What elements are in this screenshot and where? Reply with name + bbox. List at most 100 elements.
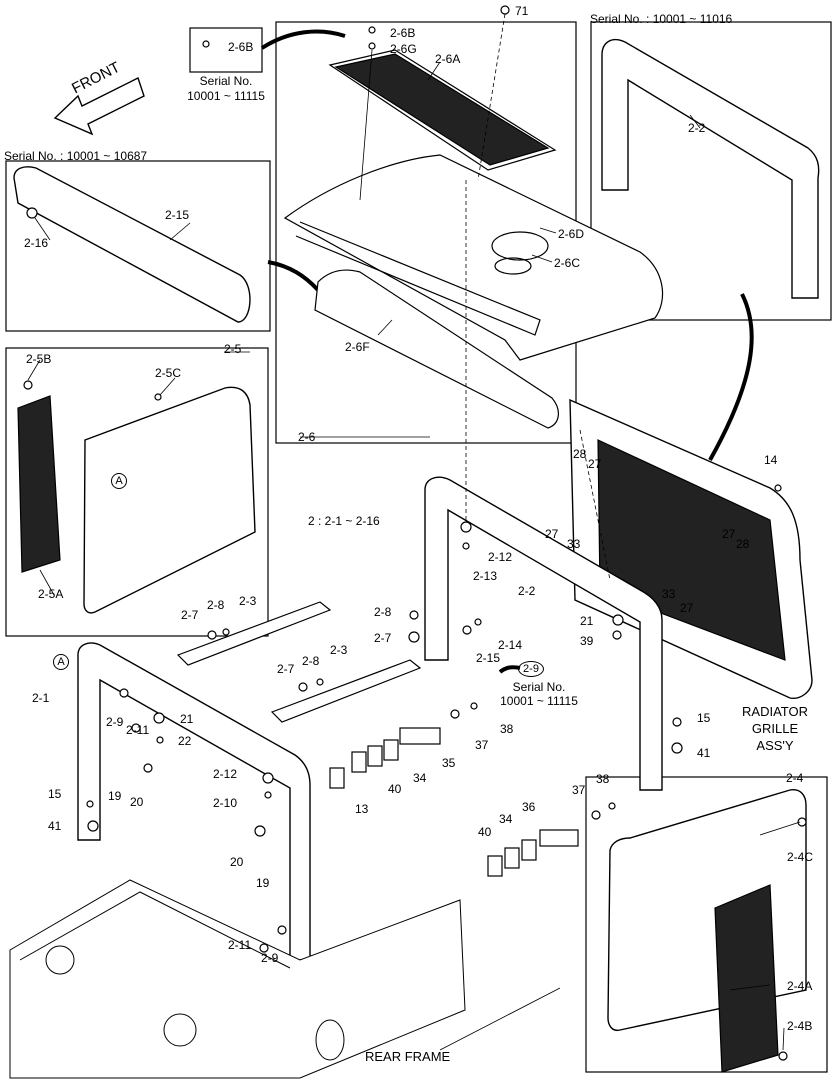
callout-2-3-b: 2-3 <box>330 643 348 657</box>
callout-2-12-a: 2-12 <box>488 550 513 564</box>
callout-2-6g: 2-6G <box>390 42 417 56</box>
door-2-5 <box>17 386 256 614</box>
callout-27-d: 27 <box>680 601 694 615</box>
callout-38-b: 38 <box>596 772 610 786</box>
callout-2-4c: 2-4C <box>787 850 814 864</box>
callout-2-11-a: 2-11 <box>126 723 150 737</box>
callout-2-6b-box: 2-6B <box>228 40 254 54</box>
panel-2-4-frame <box>585 776 828 1073</box>
callout-15-b: 15 <box>48 787 62 801</box>
callout-20-a: 20 <box>130 795 144 809</box>
leader-lines <box>27 13 801 1051</box>
beam-2-3-b <box>270 659 422 723</box>
rail-2-15 <box>13 166 251 323</box>
callout-21-a: 21 <box>580 614 594 628</box>
rear-frame-label: REAR FRAME <box>365 1049 451 1064</box>
callout-21-b: 21 <box>180 712 194 726</box>
callout-2-13: 2-13 <box>473 569 498 583</box>
serial-2-9-line2: 10001 ~ 11115 <box>500 694 578 708</box>
callout-2-11-b: 2-11 <box>228 938 252 952</box>
serial-2-15: Serial No. : 10001 ~ 10687 <box>4 149 148 163</box>
panel-2-15-frame <box>5 160 271 332</box>
callout-37-a: 37 <box>475 738 489 752</box>
callout-2-6d: 2-6D <box>558 227 585 241</box>
callout-2-1: 2-1 <box>32 691 50 705</box>
beam-2-3-a <box>176 601 332 666</box>
callout-34-b: 34 <box>499 812 513 826</box>
callout-35: 35 <box>442 756 456 770</box>
callout-40-b: 40 <box>478 825 492 839</box>
callout-28-b: 28 <box>736 537 750 551</box>
serial-box-2-6b <box>189 27 263 73</box>
leader-swooshes <box>260 29 754 674</box>
callout-2-8-a: 2-8 <box>207 598 225 612</box>
callout-2-15-top: 2-15 <box>165 208 190 222</box>
frame-2-2-inset <box>601 38 820 299</box>
callout-2-5c: 2-5C <box>155 366 182 380</box>
serial-2-6b-line1: Serial No. <box>199 74 253 88</box>
callout-19-a: 19 <box>108 789 122 803</box>
callout-14: 14 <box>764 453 778 467</box>
radiator-grille <box>569 398 813 699</box>
panel-2-2-frame <box>590 21 832 321</box>
callout-36: 36 <box>522 800 536 814</box>
radiator-label-3: ASS'Y <box>756 738 794 753</box>
callout-2-6a: 2-6A <box>435 52 461 66</box>
callout-2-4b: 2-4B <box>787 1019 813 1033</box>
callout-33-b: 33 <box>662 587 676 601</box>
callout-2-2: 2-2 <box>518 584 536 598</box>
callout-28-a: 28 <box>573 447 587 461</box>
callout-2-5: 2-5 <box>224 342 242 356</box>
callout-2-7-c: 2-7 <box>277 662 295 676</box>
callout-2-6f: 2-6F <box>345 340 370 354</box>
front-arrow <box>53 77 145 136</box>
callout-2-6: 2-6 <box>298 430 316 444</box>
assembly-range: 2 : 2-1 ~ 2-16 <box>308 514 380 528</box>
callout-38-a: 38 <box>500 722 514 736</box>
callout-39: 39 <box>580 634 594 648</box>
callout-27-b: 27 <box>545 527 559 541</box>
bracket-2-6F <box>314 269 559 429</box>
callout-2-4: 2-4 <box>786 771 804 785</box>
rear-frame <box>9 879 466 1079</box>
callout-2-5a: 2-5A <box>38 587 64 601</box>
callout-2-8-c: 2-8 <box>302 654 320 668</box>
serial-2-6b-line2: 10001 ~ 11115 <box>187 89 265 103</box>
hood-2-6 <box>283 154 664 361</box>
callout-a-circle-2: A <box>53 654 69 670</box>
callout-15-a: 15 <box>697 711 711 725</box>
callout-2-7-b: 2-7 <box>374 631 392 645</box>
callout-2-5b: 2-5B <box>26 352 52 366</box>
callout-27-c: 27 <box>722 527 736 541</box>
callout-2-7-a: 2-7 <box>181 608 199 622</box>
callout-41-a: 41 <box>697 746 711 760</box>
fasteners <box>23 5 807 1061</box>
frame-2-2-main <box>424 476 663 791</box>
callout-2-15: 2-15 <box>476 651 501 665</box>
callout-2-9-a: 2-9 <box>106 715 124 729</box>
callout-2-10: 2-10 <box>213 796 238 810</box>
panel-2-5-frame <box>5 347 269 637</box>
serial-2-9-line1: Serial No. <box>512 680 566 694</box>
serial-2-2: Serial No. : 10001 ~ 11016 <box>590 12 733 26</box>
callout-27-a: 27 <box>588 457 602 471</box>
callout-2-12-b: 2-12 <box>213 767 238 781</box>
small-brackets <box>329 727 579 877</box>
callout-2-6b: 2-6B <box>390 26 416 40</box>
callout-37-b: 37 <box>572 783 586 797</box>
callout-2-4a: 2-4A <box>787 979 813 993</box>
callout-40-a: 40 <box>388 782 402 796</box>
radiator-label-1: RADIATOR <box>742 704 808 719</box>
callout-34-a: 34 <box>413 771 427 785</box>
callout-2-6c: 2-6C <box>554 256 581 270</box>
callout-a-circle-1: A <box>111 473 127 489</box>
callout-2-9-circle: 2-9 <box>518 661 544 677</box>
callout-2-2-top: 2-2 <box>688 121 706 135</box>
screen-2-6A <box>328 49 557 171</box>
callout-22: 22 <box>178 734 192 748</box>
callout-19-b: 19 <box>256 876 270 890</box>
callout-2-9-b: 2-9 <box>261 951 279 965</box>
callout-20-b: 20 <box>230 855 244 869</box>
callout-41-b: 41 <box>48 819 62 833</box>
